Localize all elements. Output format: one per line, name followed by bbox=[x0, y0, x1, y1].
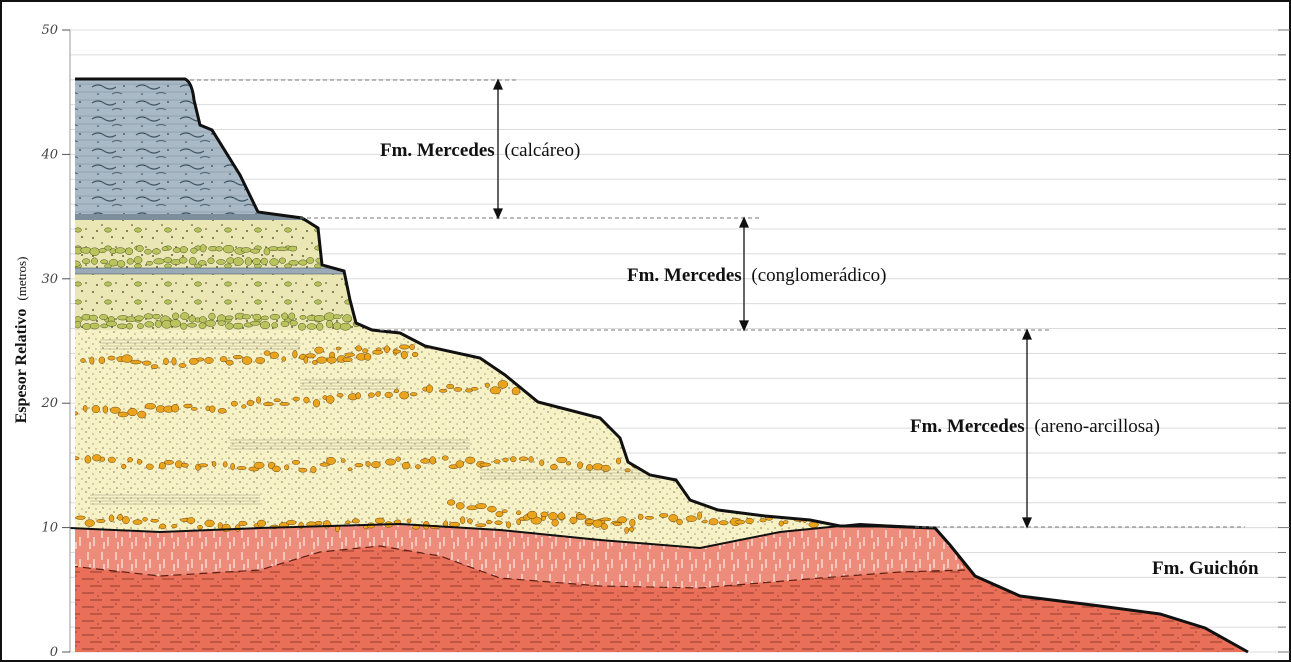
label-mercedes-conglomeradico: Fm. Mercedes (conglomerádico) bbox=[627, 265, 886, 286]
y-axis-label-unit: (metros) bbox=[14, 257, 29, 301]
y-tick-label: 10 bbox=[41, 521, 58, 536]
label-guichon: Fm. Guichón bbox=[1152, 558, 1259, 579]
right-axis-ticks bbox=[1278, 30, 1290, 652]
y-tick-label: 20 bbox=[40, 396, 58, 411]
y-tick-label: 30 bbox=[41, 272, 58, 287]
y-axis-label-main: Espesor Relativo bbox=[13, 309, 30, 424]
y-axis-label: Espesor Relativo (metros) bbox=[13, 257, 30, 424]
y-tick-label: 40 bbox=[40, 147, 58, 162]
label-mercedes-areno-arcillosa: Fm. Mercedes (areno-arcillosa) bbox=[910, 416, 1160, 437]
y-tick-label: 50 bbox=[41, 23, 58, 38]
y-axis-ticks: 50 40 30 20 10 0 bbox=[40, 23, 70, 660]
calcareo-layer bbox=[70, 75, 370, 218]
label-mercedes-calcareo: Fm. Mercedes (calcáreo) bbox=[380, 140, 580, 161]
y-tick-label: 0 bbox=[50, 645, 58, 660]
